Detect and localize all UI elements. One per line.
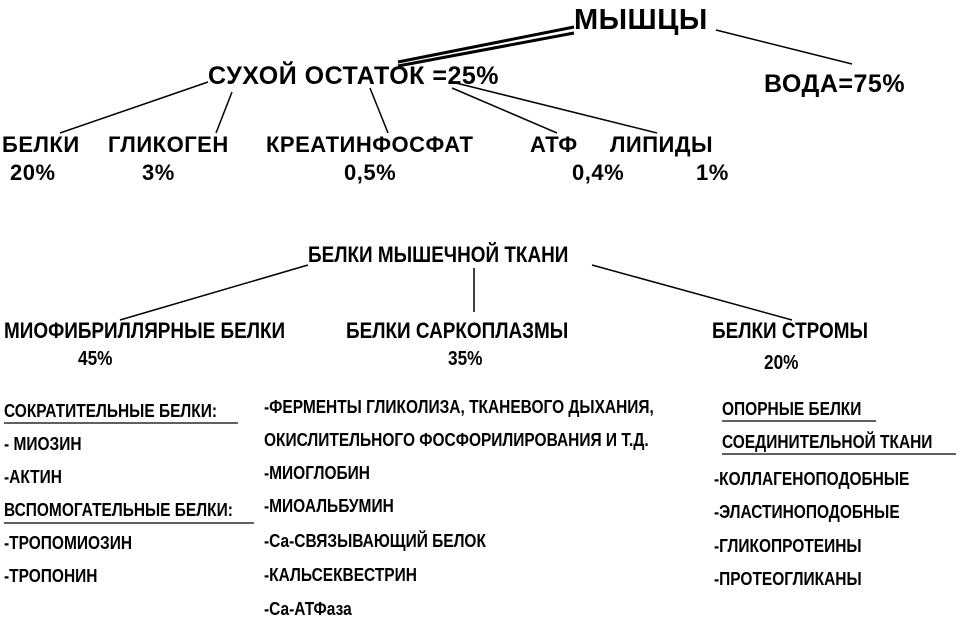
list-item-enzymes-1: -ФЕРМЕНТЫ ГЛИКОЛИЗА, ТКАНЕВОГО ДЫХАНИЯ, bbox=[264, 397, 654, 417]
list-item-ca-atpase: -Са-АТФаза bbox=[264, 599, 352, 619]
dry-residue: СУХОЙ ОСТАТОК =25% bbox=[208, 62, 499, 90]
component-creatine-phosphate: КРЕАТИНФОСФАТ bbox=[266, 132, 474, 157]
list-item-myosin: - МИОЗИН bbox=[4, 434, 82, 454]
line-root-to-water bbox=[715, 29, 853, 65]
water-content: ВОДА=75% bbox=[764, 70, 906, 98]
line-root-to-dry-2 bbox=[397, 31, 575, 68]
stroma-header-2: СОЕДИНИТЕЛЬНОЙ ТКАНИ bbox=[722, 432, 933, 452]
component-glycogen-pct: 3% bbox=[142, 160, 175, 185]
list-item-tropomyosin: -ТРОПОМИОЗИН bbox=[4, 533, 133, 553]
list-item-myoalbumin: -МИОАЛЬБУМИН bbox=[264, 496, 394, 516]
list-item-collagen-like: -КОЛЛАГЕНОПОДОБНЫЕ bbox=[714, 469, 910, 489]
group-myofibrillar-pct: 45% bbox=[78, 348, 113, 370]
line-dry-to-atf bbox=[451, 87, 558, 134]
group-sarcoplasm: БЕЛКИ САРКОПЛАЗМЫ bbox=[346, 318, 569, 343]
line-dry-to-glikogen bbox=[215, 91, 233, 134]
component-creatine-phosphate-pct: 0,5% bbox=[344, 160, 397, 185]
component-lipids: ЛИПИДЫ bbox=[610, 132, 714, 157]
component-atp: АТФ bbox=[530, 132, 578, 157]
list-item-myoglobin: -МИОГЛОБИН bbox=[264, 463, 370, 483]
line-root-to-dry bbox=[397, 25, 575, 64]
component-proteins: БЕЛКИ bbox=[2, 132, 80, 157]
line-dry-to-belki bbox=[59, 81, 209, 134]
line-dry-to-lipidy bbox=[451, 81, 658, 134]
stroma-header-1: ОПОРНЫЕ БЕЛКИ bbox=[722, 399, 862, 419]
line-dry-to-kreatinfosfat bbox=[369, 87, 389, 134]
list-item-ca-binding-protein: -Са-СВЯЗЫВАЮЩИЙ БЕЛОК bbox=[264, 531, 486, 551]
component-glycogen: ГЛИКОГЕН bbox=[108, 132, 229, 157]
list-item-glycoproteins: -ГЛИКОПРОТЕИНЫ bbox=[714, 536, 862, 556]
auxiliary-header: ВСПОМОГАТЕЛЬНЫЕ БЕЛКИ: bbox=[4, 500, 233, 520]
muscle-proteins-root: БЕЛКИ МЫШЕЧНОЙ ТКАНИ bbox=[308, 242, 569, 267]
group-sarcoplasm-pct: 35% bbox=[448, 348, 483, 370]
list-item-elastin-like: -ЭЛАСТИНОПОДОБНЫЕ bbox=[714, 502, 900, 522]
component-lipids-pct: 1% bbox=[696, 160, 729, 185]
contractile-header: СОКРАТИТЕЛЬНЫЕ БЕЛКИ: bbox=[4, 401, 218, 421]
list-item-calsequestrin: -КАЛЬСЕКВЕСТРИН bbox=[264, 565, 417, 585]
line-proteins-to-myofibrillar bbox=[119, 264, 309, 321]
line-proteins-to-stroma bbox=[591, 264, 793, 321]
group-myofibrillar: МИОФИБРИЛЛЯРНЫЕ БЕЛКИ bbox=[4, 318, 286, 343]
group-stroma: БЕЛКИ СТРОМЫ bbox=[712, 318, 869, 343]
list-item-troponin: -ТРОПОНИН bbox=[4, 566, 98, 586]
root-muscles: МЫШЦЫ bbox=[574, 4, 708, 36]
group-stroma-pct: 20% bbox=[764, 352, 799, 374]
list-item-actin: -АКТИН bbox=[4, 467, 62, 487]
list-item-proteoglycans: -ПРОТЕОГЛИКАНЫ bbox=[714, 569, 862, 589]
component-proteins-pct: 20% bbox=[10, 160, 56, 185]
list-item-enzymes-2: ОКИСЛИТЕЛЬНОГО ФОСФОРИЛИРОВАНИЯ И Т.Д. bbox=[264, 430, 649, 450]
component-atp-pct: 0,4% bbox=[572, 160, 625, 185]
